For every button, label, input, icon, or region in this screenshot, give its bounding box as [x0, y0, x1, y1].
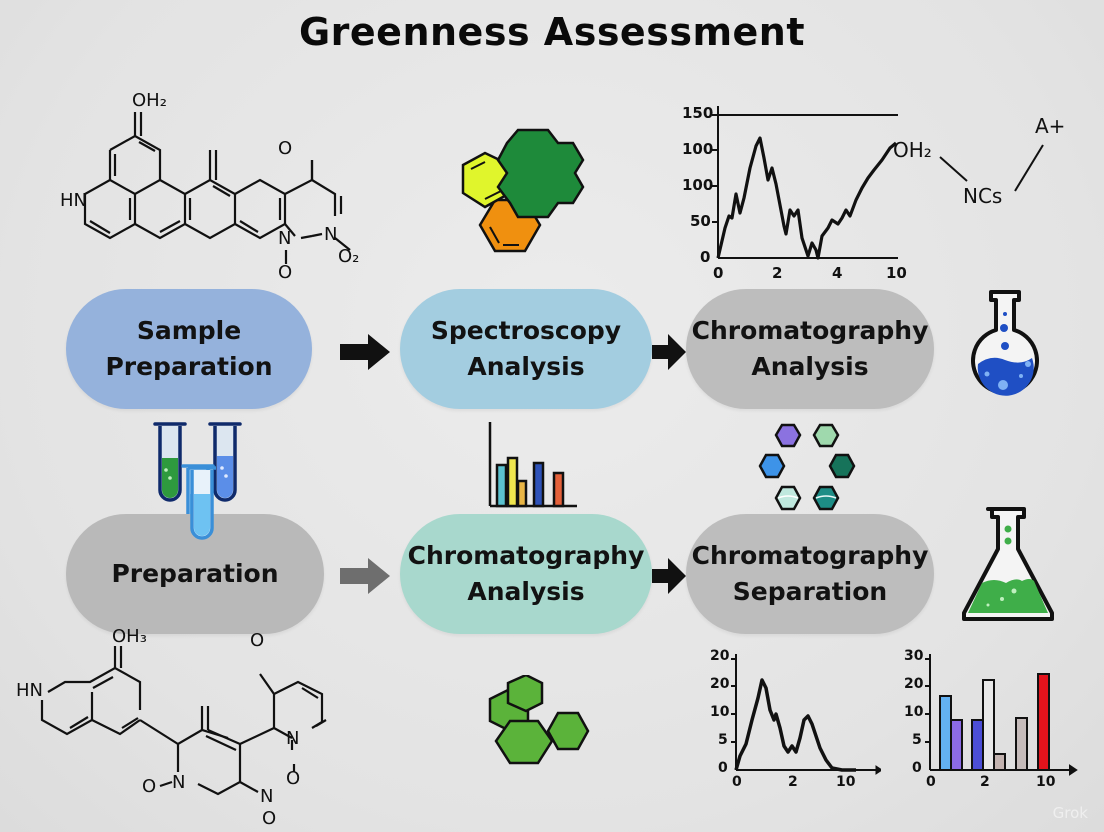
step-label-line1: Spectroscopy: [430, 316, 622, 345]
bar-chart-bottom: 30 20 10 5 0 0 2 10: [900, 648, 1080, 790]
label-oh2: OH₂: [132, 90, 167, 111]
x-tick-2: 2: [788, 774, 798, 790]
label-n-ring: N: [172, 772, 186, 793]
x-tick-10: 10: [1036, 774, 1056, 790]
step-label-line2: Analysis: [751, 352, 869, 381]
watermark: Grok: [1052, 804, 1088, 822]
step-label-line1: Preparation: [111, 559, 279, 588]
y-tick-0: 0: [718, 760, 728, 776]
y-tick-10: 10: [710, 704, 730, 720]
step-label-line2: Preparation: [105, 352, 273, 381]
x-tick-10: 10: [886, 264, 907, 282]
y-tick-20: 20: [904, 676, 924, 692]
hexagon-cluster-icon: [455, 125, 605, 260]
step-label-line2: Separation: [732, 577, 888, 606]
erlenmeyer-flask-icon: [958, 505, 1058, 625]
label-o-aldehyde: O: [250, 630, 265, 651]
arrow-right-icon: [340, 332, 392, 372]
bar-chart-icon: [485, 420, 581, 510]
step-label-line2: Analysis: [467, 352, 585, 381]
label-o-left: O: [142, 776, 157, 797]
y-tick-5: 5: [912, 732, 922, 748]
y-tick-20b: 20: [710, 676, 730, 692]
y-tick-5: 5: [718, 732, 728, 748]
chain-label-ncs: NCs: [963, 184, 1003, 208]
hexagon-ring-icon: [758, 420, 864, 516]
x-tick-0: 0: [926, 774, 936, 790]
x-tick-2: 2: [772, 264, 783, 282]
step-label-line1: Chromatography: [407, 541, 645, 570]
x-tick-0: 0: [732, 774, 742, 790]
label-hn: HN: [60, 190, 87, 211]
label-n1: N: [278, 228, 292, 249]
y-tick-30: 30: [904, 648, 924, 664]
step-label-line2: Analysis: [467, 577, 585, 606]
y-tick-10: 10: [904, 704, 924, 720]
y-tick-150: 150: [682, 104, 714, 122]
arrow-right-icon: [652, 556, 688, 596]
page-title: Greenness Assessment: [298, 10, 806, 54]
chain-label-a-plus: A+: [1035, 114, 1066, 138]
label-n-pyridine: N: [286, 728, 300, 749]
x-tick-0: 0: [713, 264, 724, 282]
x-tick-4: 4: [832, 264, 843, 282]
chain-label-oh2: OH₂: [893, 138, 932, 162]
step-label-line1: Sample: [136, 316, 242, 345]
test-tube-front-icon: [188, 466, 216, 542]
label-o2: O₂: [338, 246, 360, 267]
y-tick-0: 0: [700, 248, 711, 266]
label-o-side: O: [262, 808, 277, 829]
label-o-pyridine: O: [286, 768, 301, 789]
y-tick-50: 50: [690, 212, 711, 230]
y-tick-100b: 100: [682, 176, 714, 194]
green-hexagon-cluster-icon: [480, 675, 595, 775]
y-tick-100a: 100: [682, 140, 714, 158]
label-n-side: N: [260, 786, 274, 807]
label-n2: N: [324, 224, 338, 245]
x-tick-10: 10: [836, 774, 856, 790]
arrow-right-icon: [340, 556, 392, 596]
line-chart-top: 150 100 100 50 0 0 2 4 10: [682, 98, 930, 283]
round-flask-icon: [965, 286, 1045, 406]
arrow-right-icon: [652, 332, 688, 372]
label-o-top: O: [278, 138, 293, 159]
y-tick-20a: 20: [710, 648, 730, 664]
step-label-line1: Chromatography: [691, 541, 929, 570]
x-tick-2: 2: [980, 774, 990, 790]
label-o-bottom: O: [278, 262, 293, 283]
molecule-bottom-structure: OH₃ HN O N O O N N O: [16, 626, 350, 829]
step-label-line1: Chromatography: [691, 316, 929, 345]
label-hn: HN: [16, 680, 43, 701]
label-oh3: OH₃: [112, 626, 147, 647]
line-chart-bottom: 20 20 10 5 0 0 2 10: [706, 648, 881, 790]
molecule-top-structure: OH₂ HN O N N O₂ O: [50, 88, 380, 288]
y-tick-0: 0: [912, 760, 922, 776]
chain-bonds: [935, 135, 1045, 215]
